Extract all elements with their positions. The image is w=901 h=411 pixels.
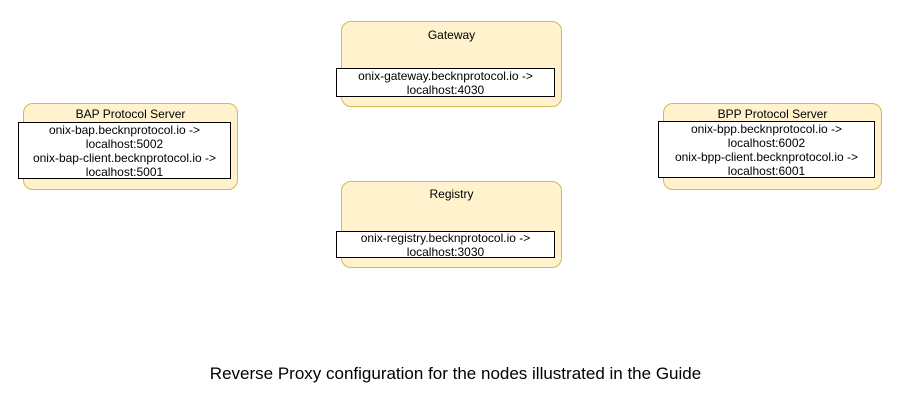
proxy-mapping-line: localhost:5002 — [85, 136, 164, 151]
node-registry: Registry onix-registry.becknprotocol.io … — [336, 181, 562, 268]
node-bap-proxy-box: onix-bap.becknprotocol.io -> localhost:5… — [18, 122, 231, 179]
proxy-mapping-line: onix-bap-client.becknprotocol.io -> — [32, 150, 217, 165]
node-registry-proxy-box: onix-registry.becknprotocol.io -> localh… — [336, 230, 555, 259]
node-registry-title: Registry — [429, 187, 474, 201]
diagram-caption: Reverse Proxy configuration for the node… — [209, 364, 702, 383]
node-bpp-protocol-server: BPP Protocol Server onix-bpp.becknprotoc… — [658, 103, 882, 190]
proxy-mapping-line: localhost:5001 — [85, 164, 164, 179]
proxy-mapping-line: onix-gateway.becknprotocol.io -> — [358, 68, 533, 83]
proxy-mapping-line: onix-registry.becknprotocol.io -> — [360, 230, 531, 245]
node-bap-protocol-server: BAP Protocol Server onix-bap.becknprotoc… — [18, 103, 238, 190]
node-gateway-proxy-box: onix-gateway.becknprotocol.io -> localho… — [336, 68, 555, 97]
proxy-mapping-line: onix-bpp-client.becknprotocol.io -> — [674, 149, 859, 164]
proxy-mapping-line: localhost:3030 — [406, 244, 485, 259]
proxy-mapping-line: localhost:4030 — [406, 82, 485, 97]
proxy-mapping-line: localhost:6001 — [727, 163, 806, 178]
proxy-mapping-line: onix-bpp.becknprotocol.io -> — [690, 121, 843, 136]
node-bpp-proxy-box: onix-bpp.becknprotocol.io -> localhost:6… — [658, 121, 875, 178]
node-bpp-title: BPP Protocol Server — [717, 107, 828, 121]
proxy-mapping-line: localhost:6002 — [727, 135, 806, 150]
node-gateway: Gateway onix-gateway.becknprotocol.io ->… — [336, 21, 562, 107]
node-bap-title: BAP Protocol Server — [75, 107, 186, 121]
node-gateway-title: Gateway — [427, 28, 476, 42]
proxy-mapping-line: onix-bap.becknprotocol.io -> — [48, 122, 201, 137]
